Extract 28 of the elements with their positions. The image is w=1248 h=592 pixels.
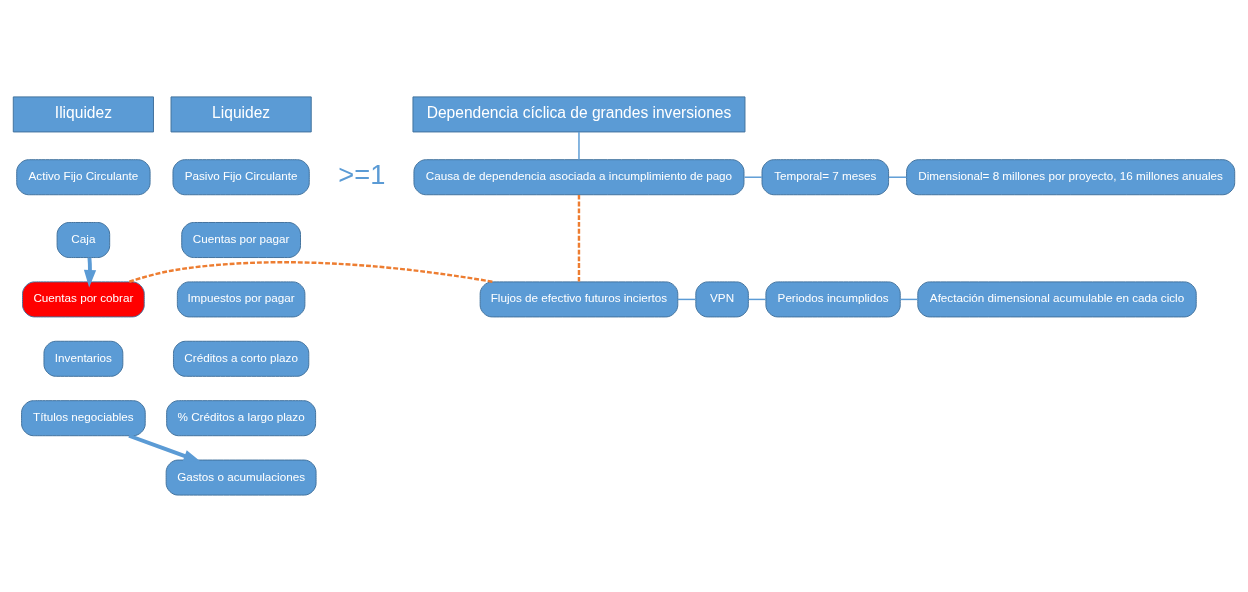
connector: [128, 261, 494, 284]
node-box: Títulos negociables: [21, 400, 146, 437]
node-box: Gastos o acumulaciones: [165, 459, 317, 496]
node-box: Dimensional= 8 millones por proyecto, 16 millones anuales: [906, 159, 1236, 196]
connector: [888, 176, 908, 178]
connector: [578, 131, 580, 161]
node-box: Flujos de efectivo futuros inciertos: [479, 281, 679, 318]
node-box: Impuestos por pagar: [176, 281, 306, 318]
connector: [577, 194, 581, 282]
node-box: Cuentas por cobrar: [22, 281, 145, 318]
label: >=1: [338, 158, 386, 190]
node-box: Temporal= 7 meses: [761, 159, 890, 196]
node-box: % Créditos a largo plazo: [166, 400, 317, 437]
node-box: Periodos incumplidos: [765, 281, 901, 318]
node-box: Caja: [56, 222, 111, 259]
node-box: Causa de dependencia asociada a incumplimiento de pago: [413, 159, 745, 196]
node-box: VPN: [695, 281, 749, 318]
node-box: Pasivo Fijo Circulante: [172, 159, 310, 196]
node-box: Liquidez: [170, 96, 312, 133]
node-box: Dependencia cíclica de grandes inversiones: [412, 96, 746, 133]
node-box: Iliquidez: [12, 96, 154, 133]
node-box: Afectación dimensional acumulable en cada ciclo: [917, 281, 1197, 318]
arrow: [128, 433, 202, 463]
node-box: Inventarios: [43, 340, 124, 377]
node-box: Activo Fijo Circulante: [16, 159, 151, 196]
node-box: Créditos a corto plazo: [172, 340, 310, 377]
connector: [743, 176, 763, 178]
node-box: Cuentas por pagar: [181, 222, 301, 259]
